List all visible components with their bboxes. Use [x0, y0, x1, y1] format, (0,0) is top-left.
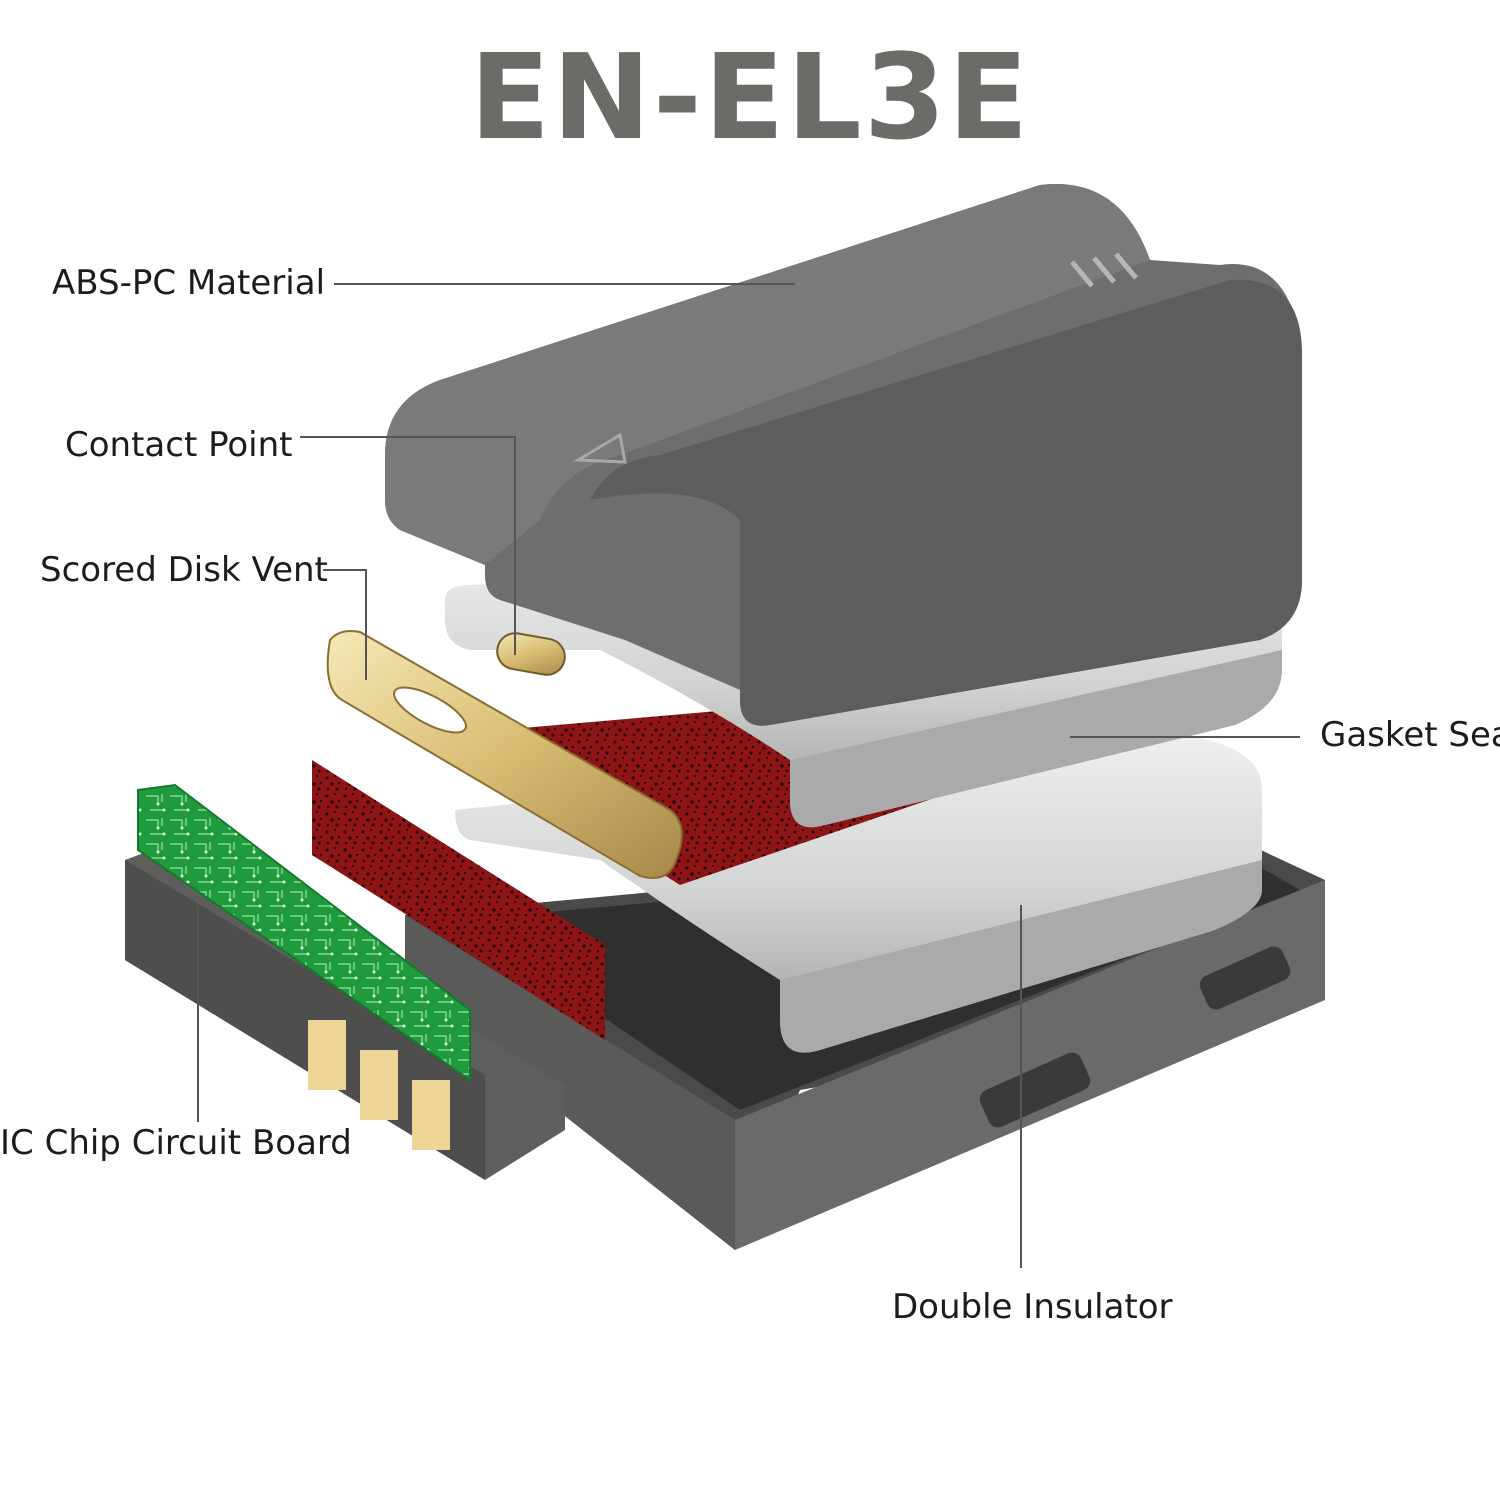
- label-abs-pc-material: ABS-PC Material: [52, 263, 326, 303]
- scored-disk-vent: [326, 630, 683, 879]
- leader-vent: [323, 569, 367, 680]
- terminal-holder: [125, 845, 565, 1180]
- label-ic-chip-circuit-board: IC Chip Circuit Board: [0, 1123, 352, 1163]
- top-shell: [385, 183, 1302, 726]
- label-scored-disk-vent: Scored Disk Vent: [40, 550, 328, 590]
- label-double-insulator: Double Insulator: [892, 1287, 1173, 1327]
- front-gasket: [312, 760, 605, 1040]
- circuit-board: [137, 783, 471, 1082]
- label-gasket-seal: Gasket Seal: [1320, 715, 1500, 755]
- leader-lines: [197, 283, 1300, 1268]
- leader-contact: [300, 436, 516, 655]
- product-title: EN-EL3E: [469, 28, 1031, 166]
- label-contact-point: Contact Point: [65, 425, 293, 465]
